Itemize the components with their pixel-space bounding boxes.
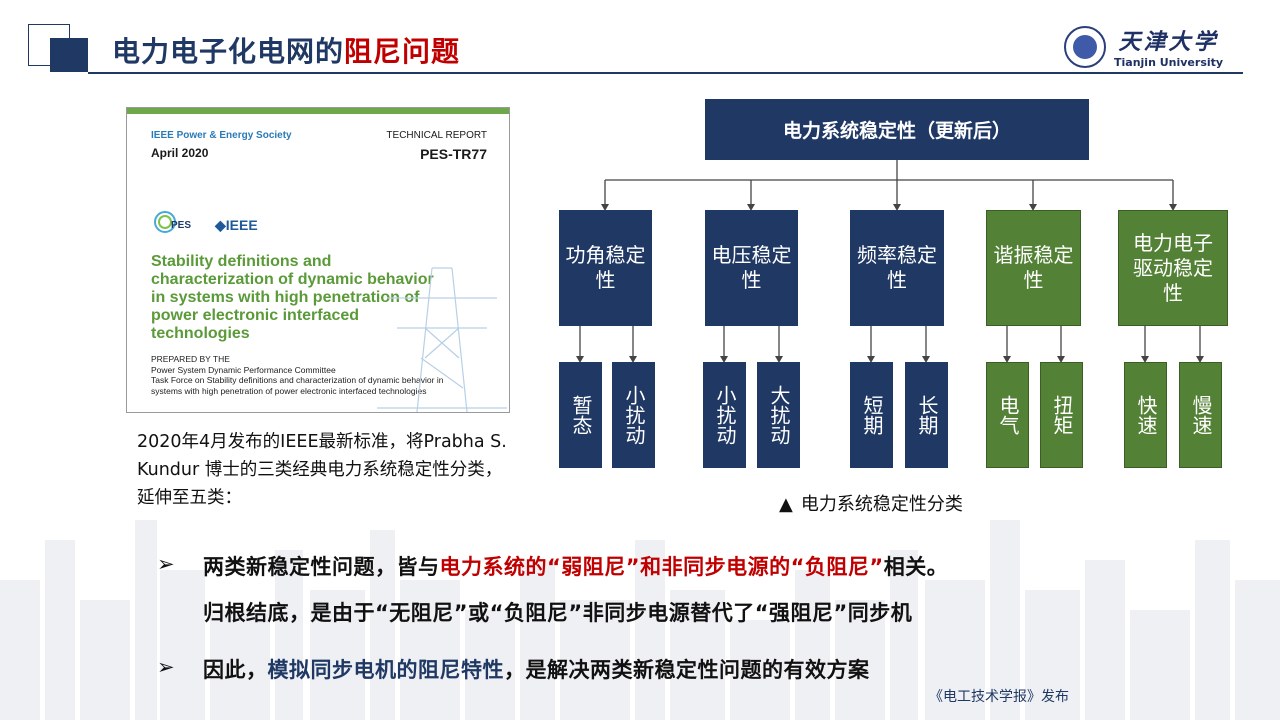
sub-transient: 暂态 (559, 362, 602, 468)
source-attribution: 《电工技术学报》发布 (929, 686, 1069, 706)
slide-title-main: 电力电子化电网的 (112, 35, 344, 68)
logo-name-cn: 天津大学 (1114, 24, 1223, 56)
pes-logo-text: PES (171, 220, 191, 231)
sub-slow: 慢速 (1179, 362, 1222, 468)
report-top-bar (127, 108, 509, 114)
bullet-2-prefix: 因此， (203, 658, 268, 682)
sub-fast: 快速 (1124, 362, 1167, 468)
logo-name-en: Tianjin University (1114, 56, 1223, 69)
pes-logo-icon: PES (153, 208, 195, 242)
sub-short-term: 短期 (850, 362, 893, 468)
bullet-1: 两类新稳定性问题，皆与电力系统的“弱阻尼”和非同步电源的“负阻尼”相关。 (203, 551, 948, 581)
bullet-1-line-2: 归根结底，是由于“无阻尼”或“负阻尼”非同步电源替代了“强阻尼”同步机 (203, 597, 912, 627)
stability-root-node: 电力系统稳定性（更新后） (705, 99, 1089, 160)
sub-small-disturbance-angle: 小扰动 (612, 362, 655, 468)
sub-torsional: 扭矩 (1040, 362, 1083, 468)
transmission-tower-icon (377, 258, 507, 412)
university-seal-icon (1064, 26, 1106, 68)
category-frequency: 频率稳定性 (850, 210, 944, 326)
sub-long-term: 长期 (905, 362, 948, 468)
category-resonance: 谐振稳定性 (986, 210, 1081, 326)
bullet-2-highlight: 模拟同步电机的阻尼特性 (268, 658, 505, 682)
bullet-arrow-icon: ➢ (157, 552, 175, 576)
header-decor-block (50, 38, 88, 72)
report-cover-image: IEEE Power & Energy Society April 2020 T… (126, 107, 510, 413)
sub-large-disturbance: 大扰动 (757, 362, 800, 468)
standard-description: 2020年4月发布的IEEE最新标准，将Prabha S. Kundur 博士的… (137, 428, 507, 512)
report-society: IEEE Power & Energy Society (151, 130, 292, 141)
category-voltage: 电压稳定性 (705, 210, 798, 326)
diagram-caption-text: 电力系统稳定性分类 (801, 494, 963, 515)
slide-title: 电力电子化电网的阻尼问题 (112, 30, 460, 70)
bullet-1-suffix: 相关。 (884, 555, 949, 579)
ieee-logo: ◆IEEE (215, 217, 258, 234)
bullet-arrow-icon: ➢ (157, 655, 175, 679)
category-converter-driven: 电力电子驱动稳定性 (1118, 210, 1228, 326)
bullet-1-highlight: 电力系统的“弱阻尼”和非同步电源的“负阻尼” (440, 555, 884, 579)
report-number: PES-TR77 (420, 146, 487, 162)
report-date: April 2020 (151, 146, 208, 160)
sub-electrical: 电气 (986, 362, 1029, 468)
category-rotor-angle: 功角稳定性 (559, 210, 652, 326)
report-type: TECHNICAL REPORT (386, 130, 487, 141)
bullet-2: 因此，模拟同步电机的阻尼特性，是解决两类新稳定性问题的有效方案 (203, 654, 870, 684)
bullet-1-prefix: 两类新稳定性问题，皆与 (203, 555, 440, 579)
sub-small-disturbance-voltage: 小扰动 (703, 362, 746, 468)
diagram-caption: ▲ 电力系统稳定性分类 (779, 490, 963, 516)
bullet-2-suffix: ，是解决两类新稳定性问题的有效方案 (504, 658, 870, 682)
triangle-icon: ▲ (779, 494, 793, 515)
slide-title-highlight: 阻尼问题 (344, 35, 460, 68)
header-rule (88, 72, 1243, 74)
university-logo: 天津大学 Tianjin University (1064, 24, 1223, 69)
